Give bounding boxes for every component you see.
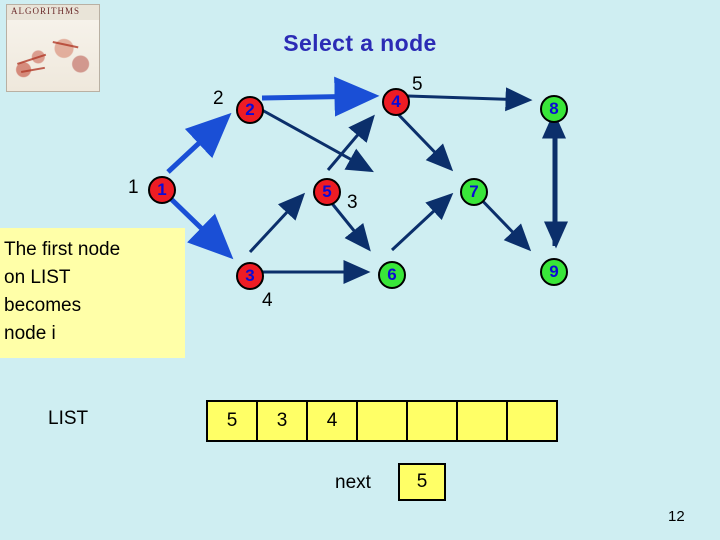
graph-node-5[interactable]: 5: [313, 178, 341, 206]
next-value-cell[interactable]: 5: [398, 463, 446, 501]
cover-artwork: [7, 20, 99, 91]
note-line-4: node i: [4, 323, 56, 344]
node-label-4: 5: [412, 74, 423, 95]
note-line-1: The first node: [4, 239, 121, 260]
graph-node-8[interactable]: 8: [540, 95, 568, 123]
graph-node-2[interactable]: 2: [236, 96, 264, 124]
graph-node-6[interactable]: 6: [378, 261, 406, 289]
page-number: 12: [668, 508, 685, 525]
graph-node-3[interactable]: 3: [236, 262, 264, 290]
node-label-1: 1: [128, 177, 139, 198]
graph-node-7[interactable]: 7: [460, 178, 488, 206]
node-label-5: 3: [347, 192, 358, 213]
note-line-2: on LIST: [4, 267, 71, 288]
list-cell[interactable]: [456, 400, 508, 442]
textbook-cover-image: ALGORITHMS: [6, 4, 100, 92]
next-label: next: [335, 472, 371, 493]
graph-node-1[interactable]: 1: [148, 176, 176, 204]
page-title: Select a node: [283, 30, 437, 56]
note-box: The first node on LIST becomes node i: [0, 228, 185, 358]
list-cell[interactable]: 3: [256, 400, 308, 442]
list-label: LIST: [48, 408, 89, 429]
list-cell[interactable]: 4: [306, 400, 358, 442]
cover-title-text: ALGORITHMS: [11, 6, 81, 16]
node-label-3: 4: [262, 290, 273, 311]
graph-node-4[interactable]: 4: [382, 88, 410, 116]
graph-node-9[interactable]: 9: [540, 258, 568, 286]
list-cell[interactable]: 5: [206, 400, 258, 442]
cover-top-band: [7, 5, 99, 20]
list-cell[interactable]: [506, 400, 558, 442]
node-label-2: 2: [213, 88, 224, 109]
list-cell[interactable]: [356, 400, 408, 442]
list-cells: 5 3 4: [206, 400, 558, 442]
list-cell[interactable]: [406, 400, 458, 442]
note-line-3: becomes: [4, 295, 82, 316]
